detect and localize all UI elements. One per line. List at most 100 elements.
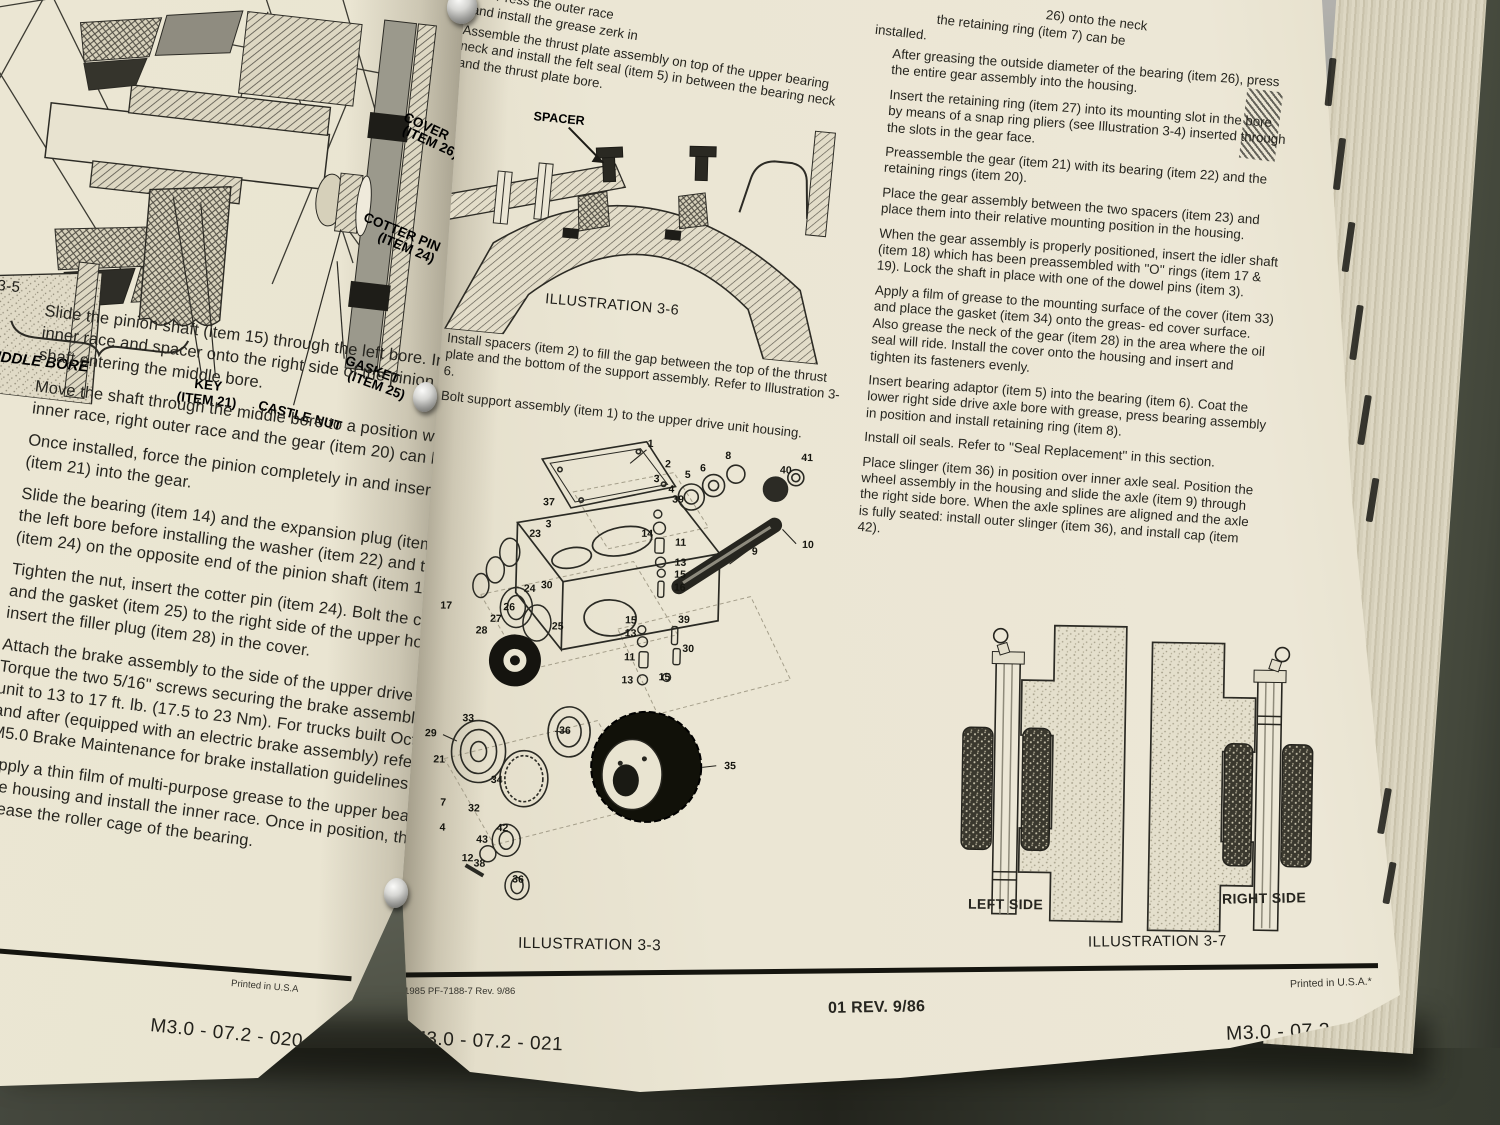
part-number: 17 [440,599,452,611]
part-number: 42 [496,822,508,834]
gasket-plate [540,440,677,509]
illustration-3-6-diagram: SPACER [436,109,836,365]
part-number: 12 [462,852,474,864]
housing-hatch-upper [127,84,332,137]
part-number: 8 [725,450,731,462]
part-number: 23 [529,528,541,540]
bearing-parts-right [677,464,805,511]
part-number: 39 [672,493,684,505]
left-footer-rule [0,947,352,982]
support-studs [492,162,554,225]
part-number: 11 [675,537,687,549]
part-number: 24 [524,583,536,595]
illustration-3-7-diagram [960,624,1314,933]
part-number: 3 [545,518,551,530]
cover-and-gasket [450,719,549,808]
wall-section [805,130,836,238]
part-number: 43 [476,833,488,845]
crown-print-code: Crown 1985 PF-7188-7 Rev. 9/86 [374,986,516,997]
left-side-label: LEFT SIDE [967,895,1044,913]
key-label: KEY [194,376,223,394]
part-number: 9 [752,546,758,558]
part-number: 15 [658,671,670,683]
printed-in-usa-right: Printed in U.S.A.* [1289,975,1372,991]
part-number: 2 [665,458,671,470]
part-number: 30 [541,579,553,591]
stepped-pipe [738,160,809,219]
part-number: 5 [685,469,691,481]
gear-web-section [138,186,232,327]
part-number: 15 [674,569,686,581]
part-number: 16 [674,582,686,594]
seal-band-upper [367,112,410,143]
spacer-arrowhead [591,154,604,164]
part-number: 4 [439,822,445,834]
part-number: 27 [490,613,502,625]
spacer-label: SPACER [533,109,585,128]
part-number: 36 [559,725,571,737]
pulley [488,634,541,687]
part-number: 25 [552,620,564,632]
middle-bore-brace [10,320,190,358]
illustration-3-7-caption: ILLUSTRATION 3-7 [1087,932,1227,951]
part-number: 26 [503,601,515,613]
part-number: 15 [625,614,637,626]
drive-wheel [590,710,703,823]
part-number: 6 [700,462,706,474]
part-number: 39 [678,614,690,626]
part-number: 1 [648,438,654,450]
seal-block-right [664,229,682,241]
right-column-paragraphs: After greasing the outside diameter of t… [856,46,1291,573]
part-number: 29 [425,727,437,739]
felt-seal-right [678,192,709,230]
gear-hub-section [237,10,363,107]
bottom-small-parts [464,823,530,901]
part-number: 40 [780,464,792,476]
axle-shaft-highlight [682,525,772,585]
bolt-section [63,261,100,400]
part-number: 32 [468,802,480,814]
part-number: 30 [682,643,694,655]
right-side-assembly [1146,641,1314,933]
right-footer-rule [402,963,1379,978]
felt-seal-left [577,190,611,232]
part-number: 7 [440,797,446,809]
castle-nut-detail [315,172,372,237]
illustration-3-3-diagram: 1234568414039373231411131516910243017262… [425,438,814,901]
part-number: 13 [674,557,686,569]
part-number: 4 [668,483,674,495]
revision-code: 01 REV. 9/86 [827,998,926,1017]
seal-band-lower [348,280,391,312]
illustration-3-5-diagram: MIDDLE BORE KEY (ITEM 21) CASTLE NUT GAS… [0,0,461,434]
part-number: 33 [462,712,474,724]
part-number: 34 [491,774,503,786]
printed-in-usa-left: Printed in U.S.A [230,978,299,995]
part-number: 35 [724,760,736,772]
right-side-label: RIGHT SIDE [1221,889,1307,907]
part-number: 36 [512,873,524,885]
part-number: 38 [473,857,485,869]
fastener-chain [636,509,681,686]
part-number: 13 [621,674,633,686]
cover-gasket-strip [378,23,437,375]
illustration-3-3-caption: ILLUSTRATION 3-3 [517,934,662,955]
bolts [595,145,717,183]
upper-bearing [79,10,244,91]
part-number: 13 [625,627,637,639]
part-number: 14 [641,528,653,540]
left-side-assembly [960,624,1128,923]
part-number: 28 [476,624,488,636]
key-item-label: (ITEM 21) [176,389,237,411]
part-number: 3 [654,473,660,485]
label-leaders [172,197,345,406]
seal-block-left [562,227,580,239]
part-number: 37 [543,496,555,508]
left-ring-cluster [472,537,552,642]
left-page-code: M3.0 - 07.2 - 020 [149,1015,304,1052]
part-number: 21 [433,753,445,765]
part-number: 41 [801,452,813,464]
part-number: 11 [624,651,636,663]
